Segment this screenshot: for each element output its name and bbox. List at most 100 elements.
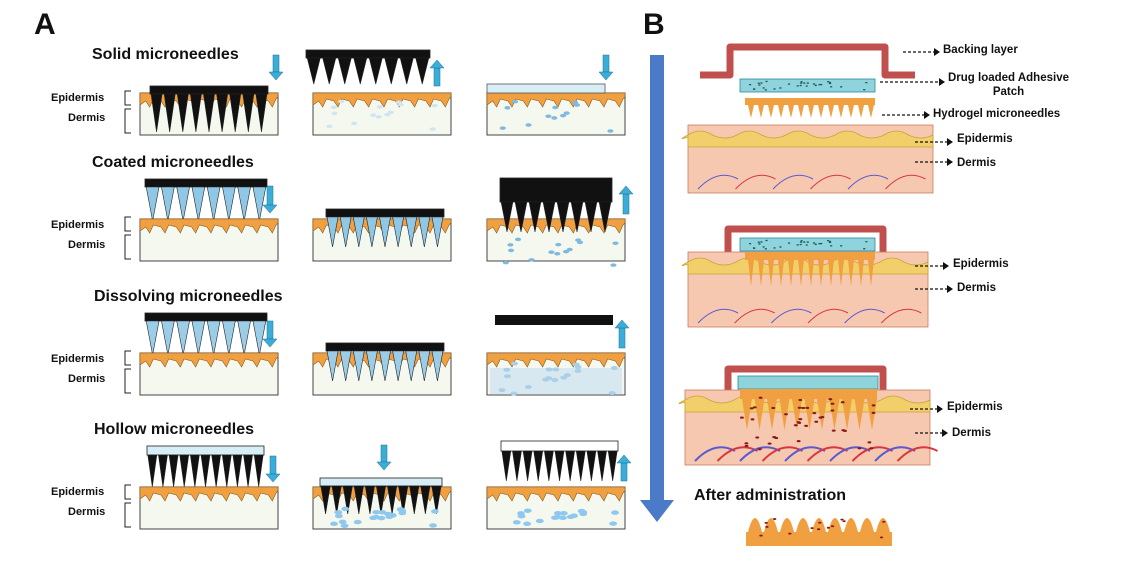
blood-vessel	[770, 308, 812, 324]
blood-vessel	[697, 308, 739, 324]
dissolving-skin-1	[139, 352, 279, 396]
drug-particle	[814, 84, 817, 87]
needle	[339, 350, 352, 382]
hydrogel-needle	[767, 399, 777, 430]
drug-particle	[830, 409, 835, 412]
leader-head	[942, 429, 948, 437]
drug-particle	[545, 114, 552, 118]
hydrogel-needle	[838, 260, 844, 286]
drug-particle	[504, 106, 511, 110]
needle	[158, 454, 168, 488]
needle	[542, 201, 556, 233]
label-hydrogel-microneedles: Hydrogel microneedles	[933, 108, 1061, 120]
drug-particle	[755, 436, 760, 439]
needle	[418, 350, 431, 382]
drug-particle	[552, 105, 559, 110]
epidermis-label-row1: Epidermis	[51, 92, 105, 104]
needle	[306, 57, 321, 85]
drug-particle	[548, 250, 555, 254]
hydrogel-needle	[817, 399, 827, 430]
drug-particle	[573, 103, 581, 107]
needle	[500, 201, 514, 233]
drug-particle	[562, 249, 570, 254]
drug-particle	[804, 424, 809, 427]
hydrogel-needle	[798, 260, 804, 286]
leader-head	[937, 405, 943, 413]
drug-particle	[510, 391, 518, 396]
drug-particle	[765, 239, 768, 242]
needle	[366, 350, 378, 382]
drug-particle	[611, 510, 619, 515]
solid-drug-diffusion	[499, 99, 614, 133]
needle	[431, 216, 444, 248]
row-title-dissolving: Dissolving microneedles	[94, 288, 283, 305]
panel-b-letter: B	[643, 8, 665, 41]
drug-particle	[431, 103, 438, 108]
drug-particle	[773, 88, 776, 90]
hydrogel-needle	[828, 105, 834, 118]
leader-head	[924, 111, 930, 119]
arrow-shaft	[620, 462, 628, 482]
hollow-needles	[146, 445, 265, 488]
needle	[544, 450, 554, 482]
leader-hydrogel	[882, 111, 930, 119]
drug-particle	[744, 444, 749, 448]
needle	[331, 485, 342, 515]
hydrogel-needle	[828, 260, 834, 286]
backing-layer	[700, 43, 915, 79]
drug-particle	[871, 404, 876, 407]
coated-needles	[144, 178, 268, 222]
hydrogel-needle	[798, 105, 804, 118]
drug-particle	[764, 521, 768, 524]
hydrogel-needle	[868, 260, 874, 286]
drug-particle	[758, 243, 761, 245]
drug-particle	[553, 511, 562, 516]
drug-particle	[612, 241, 619, 246]
needle	[337, 57, 352, 85]
stage3-released-drug	[739, 396, 876, 451]
drug-particle	[555, 242, 562, 247]
drug-particle	[608, 391, 616, 396]
needle	[253, 454, 264, 488]
hollow-arrow-down	[265, 455, 281, 483]
needle	[420, 485, 431, 515]
drug-particle	[758, 84, 761, 86]
needle	[512, 450, 522, 482]
needle-base	[144, 178, 268, 188]
drug-particle	[397, 102, 404, 107]
hydrogel-stub	[812, 518, 826, 532]
drug-particle	[800, 240, 803, 242]
needle	[190, 93, 202, 133]
drug-particle	[610, 366, 618, 371]
label-dermis-b3: Dermis	[952, 427, 991, 439]
dissolving-needles-inserted	[325, 342, 445, 382]
coated-needles-removed	[499, 177, 613, 233]
drug-particle	[779, 246, 782, 248]
arrow-shaft	[380, 444, 388, 463]
drug-particle	[764, 248, 768, 250]
dermis-label-row4: Dermis	[68, 506, 106, 518]
drug-particle	[331, 111, 338, 116]
needle	[237, 320, 251, 356]
needle	[597, 450, 607, 482]
needle	[179, 454, 190, 488]
drug-particle	[499, 126, 506, 130]
coated-drug-release	[502, 237, 619, 267]
drug-particle	[805, 244, 809, 246]
drug-particle	[862, 89, 866, 91]
needle	[366, 216, 378, 248]
needle	[514, 201, 528, 233]
coated-arrow-up	[618, 185, 634, 215]
hydrogel-stub	[860, 518, 874, 532]
arrow-shaft	[269, 455, 277, 475]
needle-base	[319, 477, 443, 487]
drug-particle	[799, 84, 802, 87]
leader-adhesive	[880, 78, 945, 86]
needle	[598, 201, 612, 233]
hydrogel-needle	[808, 260, 814, 286]
drug-particle	[610, 263, 617, 267]
drug-particle	[552, 367, 560, 372]
arrow-shaft	[618, 327, 626, 349]
hydrogel-needle	[858, 260, 864, 286]
